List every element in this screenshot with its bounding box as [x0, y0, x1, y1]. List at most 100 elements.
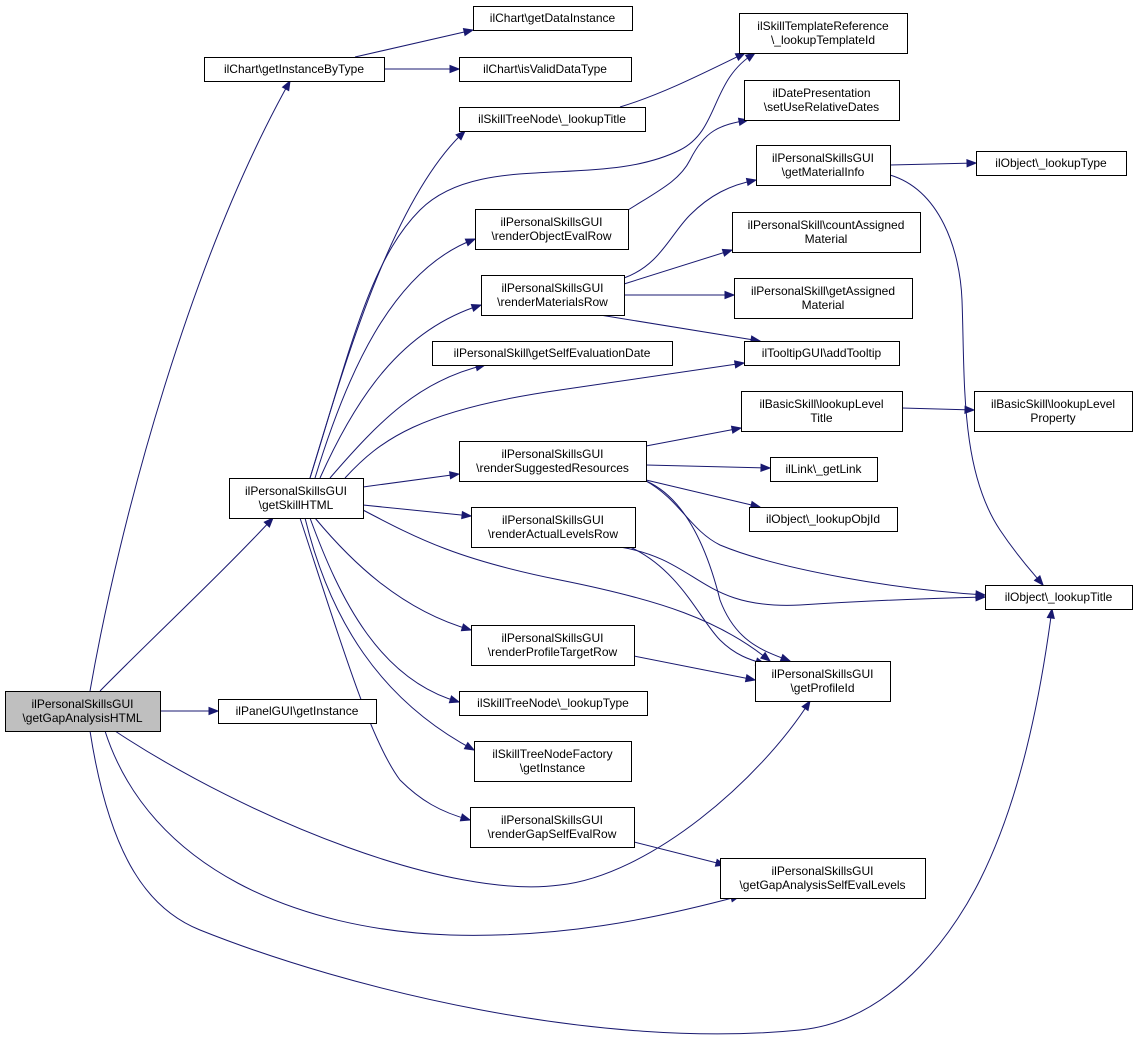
edge-getGapAnalysisHTML-to-getGapAnalysisSelfEvalLevels [104, 730, 741, 936]
node-lookupObjId[interactable]: ilObject\_lookupObjId [749, 507, 898, 532]
edge-renderMaterialsRow-to-getMaterialInfo [623, 179, 757, 279]
node-objLookupType[interactable]: ilObject\_lookupType [976, 151, 1127, 176]
node-label-line: ilObject\_lookupTitle [1005, 590, 1113, 604]
node-renderObjectEvalRow[interactable]: ilPersonalSkillsGUI\renderObjectEvalRow [475, 209, 629, 250]
edge-sknLookupTitle-to-lookupTemplateId [619, 52, 746, 108]
node-getGapAnalysisSelfEvalLevels[interactable]: ilPersonalSkillsGUI\getGapAnalysisSelfEv… [720, 858, 926, 899]
node-label-line: \_lookupTemplateId [771, 33, 875, 47]
node-box [470, 807, 635, 848]
node-label-line: Material [802, 298, 845, 312]
node-getGapAnalysisHTML[interactable]: ilPersonalSkillsGUI\getGapAnalysisHTML [5, 691, 161, 732]
node-box [475, 209, 629, 250]
node-box [732, 212, 921, 253]
edge-getInstanceByType-to-getDataInstance [354, 29, 474, 58]
node-label-line: ilChart\isValidDataType [483, 62, 607, 76]
node-label-line: ilPersonalSkill\getSelfEvaluationDate [454, 346, 651, 360]
edge-lookupLevelTitle-to-lookupLevelProperty-arrowhead [964, 405, 976, 414]
node-addTooltip[interactable]: ilTooltipGUI\addTooltip [744, 341, 900, 366]
node-box [741, 391, 903, 432]
node-getLink[interactable]: ilLink\_getLink [770, 457, 878, 482]
edge-getSkillHTML-to-renderGapSelfEvalRow-arrowhead [459, 813, 472, 822]
node-renderProfileTargetRow[interactable]: ilPersonalSkillsGUI\renderProfileTargetR… [471, 625, 635, 666]
edge-renderMaterialsRow-to-addTooltip [599, 314, 761, 342]
node-label-line: \getSkillHTML [259, 498, 334, 512]
edge-getSkillHTML-to-renderActualLevelsRow-arrowhead [461, 510, 473, 520]
node-getSelfEvaluationDate[interactable]: ilPersonalSkill\getSelfEvaluationDate [432, 341, 673, 366]
node-label-line: ilPersonalSkill\countAssigned [748, 218, 905, 232]
node-label-line: \getProfileId [790, 681, 854, 695]
node-label-line: ilPersonalSkillsGUI [500, 215, 602, 229]
edge-getMaterialInfo-to-objLookupType-arrowhead [966, 158, 978, 168]
node-label-line: ilChart\getInstanceByType [224, 62, 364, 76]
edge-getSkillHTML-to-getProfileId [362, 509, 771, 662]
edge-getSkillHTML-to-factoryGetInstance [304, 517, 475, 751]
node-label-line: ilBasicSkill\lookupLevel [759, 397, 883, 411]
node-sknLookupType[interactable]: ilSkillTreeNode\_lookupType [459, 691, 648, 716]
edge-getGapAnalysisHTML-to-getSkillHTML-arrowhead [263, 516, 274, 528]
node-label-line: ilTooltipGUI\addTooltip [762, 346, 882, 360]
edge-getSkillHTML-to-addTooltip-arrowhead [733, 360, 746, 369]
node-box [744, 341, 900, 366]
edge-renderObjectEvalRow-to-setUseRelativeDates [627, 119, 749, 211]
node-getProfileId[interactable]: ilPersonalSkillsGUI\getProfileId [755, 661, 891, 702]
node-box [459, 441, 647, 482]
node-factoryGetInstance[interactable]: ilSkillTreeNodeFactory\getInstance [474, 741, 632, 782]
edge-getSkillHTML-to-renderGapSelfEvalRow [299, 517, 471, 821]
node-label-line: ilLink\_getLink [785, 462, 862, 476]
node-getDataInstance[interactable]: ilChart\getDataInstance [473, 6, 633, 31]
node-box [756, 145, 891, 186]
edge-renderMaterialsRow-to-countAssignedMaterial-arrowhead [721, 248, 734, 257]
node-box [976, 151, 1127, 176]
node-renderSuggestedResources[interactable]: ilPersonalSkillsGUI\renderSuggestedResou… [459, 441, 647, 482]
node-label-line: ilSkillTemplateReference [757, 19, 889, 33]
edge-renderSuggestedResources-to-getLink-arrowhead [760, 463, 772, 472]
node-lookupTemplateId[interactable]: ilSkillTemplateReference\_lookupTemplate… [739, 13, 908, 54]
node-layer: ilPersonalSkillsGUI\getGapAnalysisHTMLil… [5, 6, 1133, 899]
node-panelGetInstance[interactable]: ilPanelGUI\getInstance [218, 699, 377, 724]
node-label-line: \getGapAnalysisHTML [22, 711, 142, 725]
edge-getSkillHTML-to-renderSuggestedResources-arrowhead [449, 471, 461, 480]
node-box [473, 6, 633, 31]
node-label-line: ilPersonalSkill\getAssigned [751, 284, 895, 298]
edge-getSkillHTML-to-sknLookupTitle-arrowhead [455, 130, 466, 141]
node-label-line: Title [810, 411, 833, 425]
node-label-line: \getGapAnalysisSelfEvalLevels [739, 878, 905, 892]
edge-renderSuggestedResources-to-getProfileId [645, 480, 791, 662]
node-box [459, 107, 646, 132]
node-setUseRelativeDates[interactable]: ilDatePresentation\setUseRelativeDates [744, 80, 900, 121]
node-box [734, 278, 913, 319]
node-label-line: ilPersonalSkillsGUI [501, 813, 603, 827]
node-box [770, 457, 878, 482]
node-label-line: ilObject\_lookupObjId [766, 512, 880, 526]
node-renderActualLevelsRow[interactable]: ilPersonalSkillsGUI\renderActualLevelsRo… [471, 507, 636, 548]
node-label-line: \renderActualLevelsRow [488, 527, 618, 541]
edge-getSkillHTML-to-renderSuggestedResources [362, 473, 460, 488]
edge-getSkillHTML-to-renderProfileTargetRow-arrowhead [460, 623, 473, 632]
node-getInstanceByType[interactable]: ilChart\getInstanceByType [204, 57, 385, 82]
node-renderMaterialsRow[interactable]: ilPersonalSkillsGUI\renderMaterialsRow [481, 275, 625, 316]
node-getMaterialInfo[interactable]: ilPersonalSkillsGUI\getMaterialInfo [756, 145, 891, 186]
node-objLookupTitle[interactable]: ilObject\_lookupTitle [985, 585, 1133, 610]
edge-sknLookupTitle-to-lookupTemplateId-arrowhead [734, 52, 747, 61]
node-renderGapSelfEvalRow[interactable]: ilPersonalSkillsGUI\renderGapSelfEvalRow [470, 807, 635, 848]
edge-getSkillHTML-to-sknLookupType [309, 517, 460, 703]
edge-getMaterialInfo-to-objLookupTitle [889, 174, 1044, 586]
edge-lookupLevelTitle-to-lookupLevelProperty [901, 407, 975, 411]
edge-getInstanceByType-to-getDataInstance-arrowhead [462, 27, 475, 37]
node-label-line: \renderSuggestedResources [476, 461, 629, 475]
node-box [720, 858, 926, 899]
edge-renderProfileTargetRow-to-getProfileId [633, 655, 756, 681]
node-label-line: \renderMaterialsRow [497, 295, 608, 309]
edge-getSkillHTML-to-renderObjectEvalRow-arrowhead [464, 238, 477, 247]
node-label-line: ilPanelGUI\getInstance [236, 704, 359, 718]
node-isValidDataType[interactable]: ilChart\isValidDataType [459, 57, 632, 82]
node-label-line: ilPersonalSkillsGUI [771, 667, 873, 681]
node-box [985, 585, 1133, 610]
node-sknLookupTitle[interactable]: ilSkillTreeNode\_lookupTitle [459, 107, 646, 132]
edge-getGapAnalysisHTML-to-objLookupTitle-arrowhead [1046, 607, 1055, 619]
node-getSkillHTML[interactable]: ilPersonalSkillsGUI\getSkillHTML [229, 478, 364, 519]
